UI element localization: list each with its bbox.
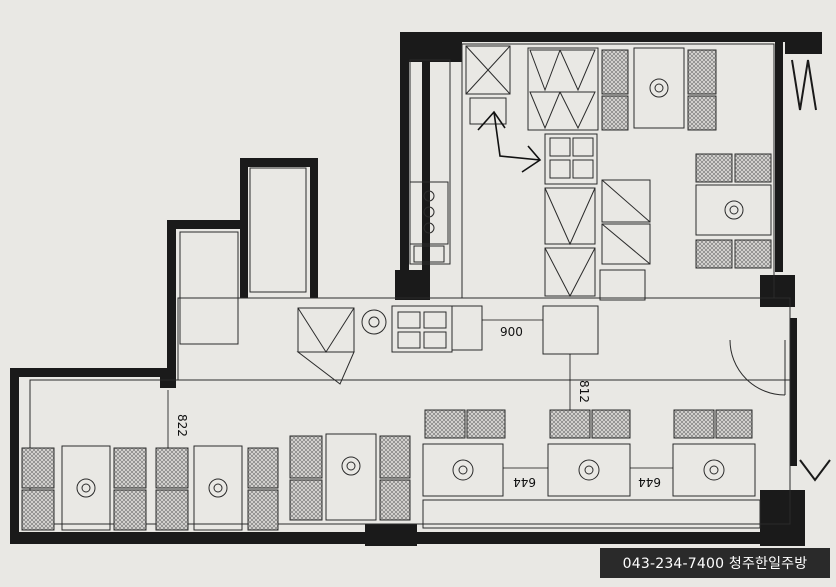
- room-outlines: [29, 43, 791, 525]
- dimension-900: 900: [500, 325, 523, 339]
- dimension-812: 812: [577, 380, 591, 403]
- dimension-644-left: 644: [513, 475, 536, 489]
- dimension-644-right: 644: [638, 475, 661, 489]
- middle-equipment: [296, 305, 786, 396]
- lower-kitchen-equipment: [21, 409, 761, 531]
- hand-drawn-arrows: [477, 110, 542, 173]
- outer-walls: [10, 32, 822, 546]
- watermark-banner: 043-234-7400 청주한일주방: [600, 548, 830, 578]
- windows: [791, 59, 831, 482]
- dimension-lines: [167, 319, 673, 469]
- upper-kitchen-equipment: [409, 45, 772, 301]
- dimension-822: 822: [175, 414, 189, 437]
